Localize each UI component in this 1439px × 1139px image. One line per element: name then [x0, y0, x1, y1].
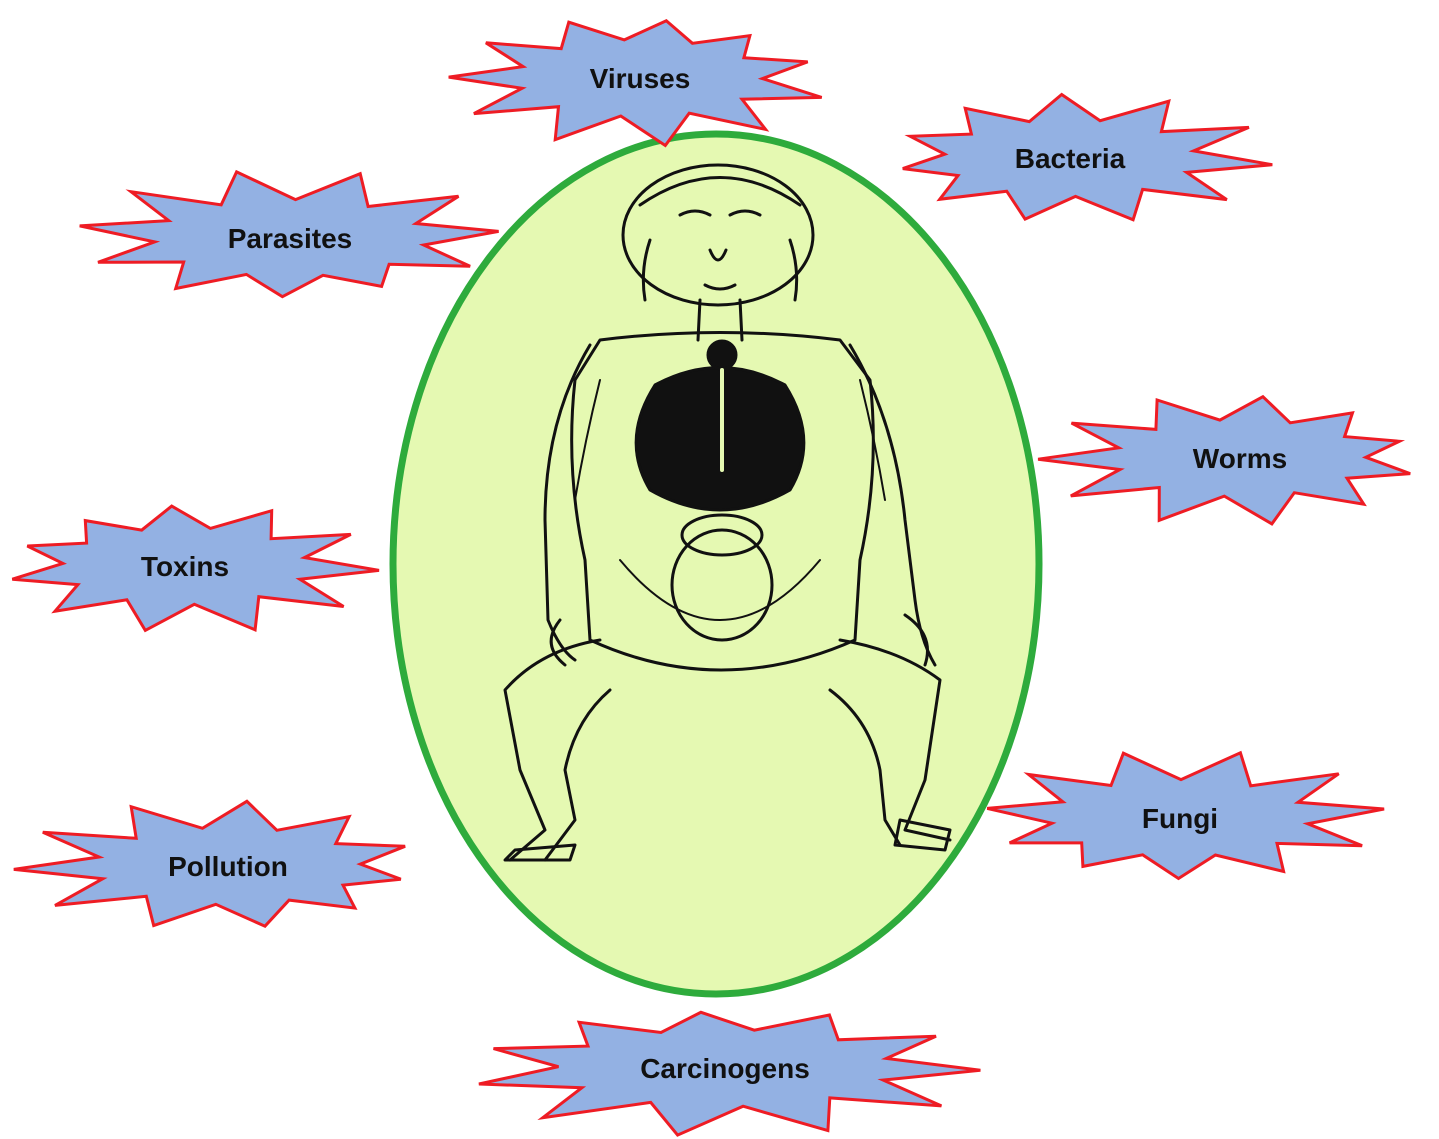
- burst-shape-icon: [11, 504, 380, 633]
- threat-label-fungi: Fungi: [1142, 803, 1218, 834]
- threat-burst-carcinogens: Carcinogens: [478, 1010, 981, 1137]
- threat-burst-pollution: Pollution: [13, 799, 406, 929]
- burst-shape-icon: [448, 19, 823, 148]
- threat-label-worms: Worms: [1193, 443, 1287, 474]
- threat-burst-fungi: Fungi: [986, 750, 1385, 881]
- threat-label-carcinogens: Carcinogens: [640, 1053, 810, 1084]
- threat-label-pollution: Pollution: [168, 851, 288, 882]
- threat-label-toxins: Toxins: [141, 551, 229, 582]
- protective-shield-oval: [389, 130, 1043, 998]
- burst-shape-icon: [986, 750, 1385, 881]
- threat-label-viruses: Viruses: [590, 63, 691, 94]
- threat-burst-bacteria: Bacteria: [902, 92, 1273, 222]
- threat-burst-worms: Worms: [1037, 394, 1411, 526]
- threat-burst-toxins: Toxins: [11, 504, 380, 633]
- burst-shape-icon: [13, 799, 406, 929]
- threat-burst-viruses: Viruses: [448, 19, 823, 148]
- burst-shape-icon: [1037, 394, 1411, 526]
- figure-head: [621, 163, 815, 307]
- burst-shape-icon: [902, 92, 1273, 222]
- burst-shape-icon: [79, 169, 499, 299]
- threat-label-parasites: Parasites: [228, 223, 353, 254]
- anatomical-figure-icon: [503, 163, 952, 862]
- threat-burst-parasites: Parasites: [79, 169, 499, 299]
- threat-label-bacteria: Bacteria: [1015, 143, 1126, 174]
- burst-shape-icon: [478, 1010, 981, 1137]
